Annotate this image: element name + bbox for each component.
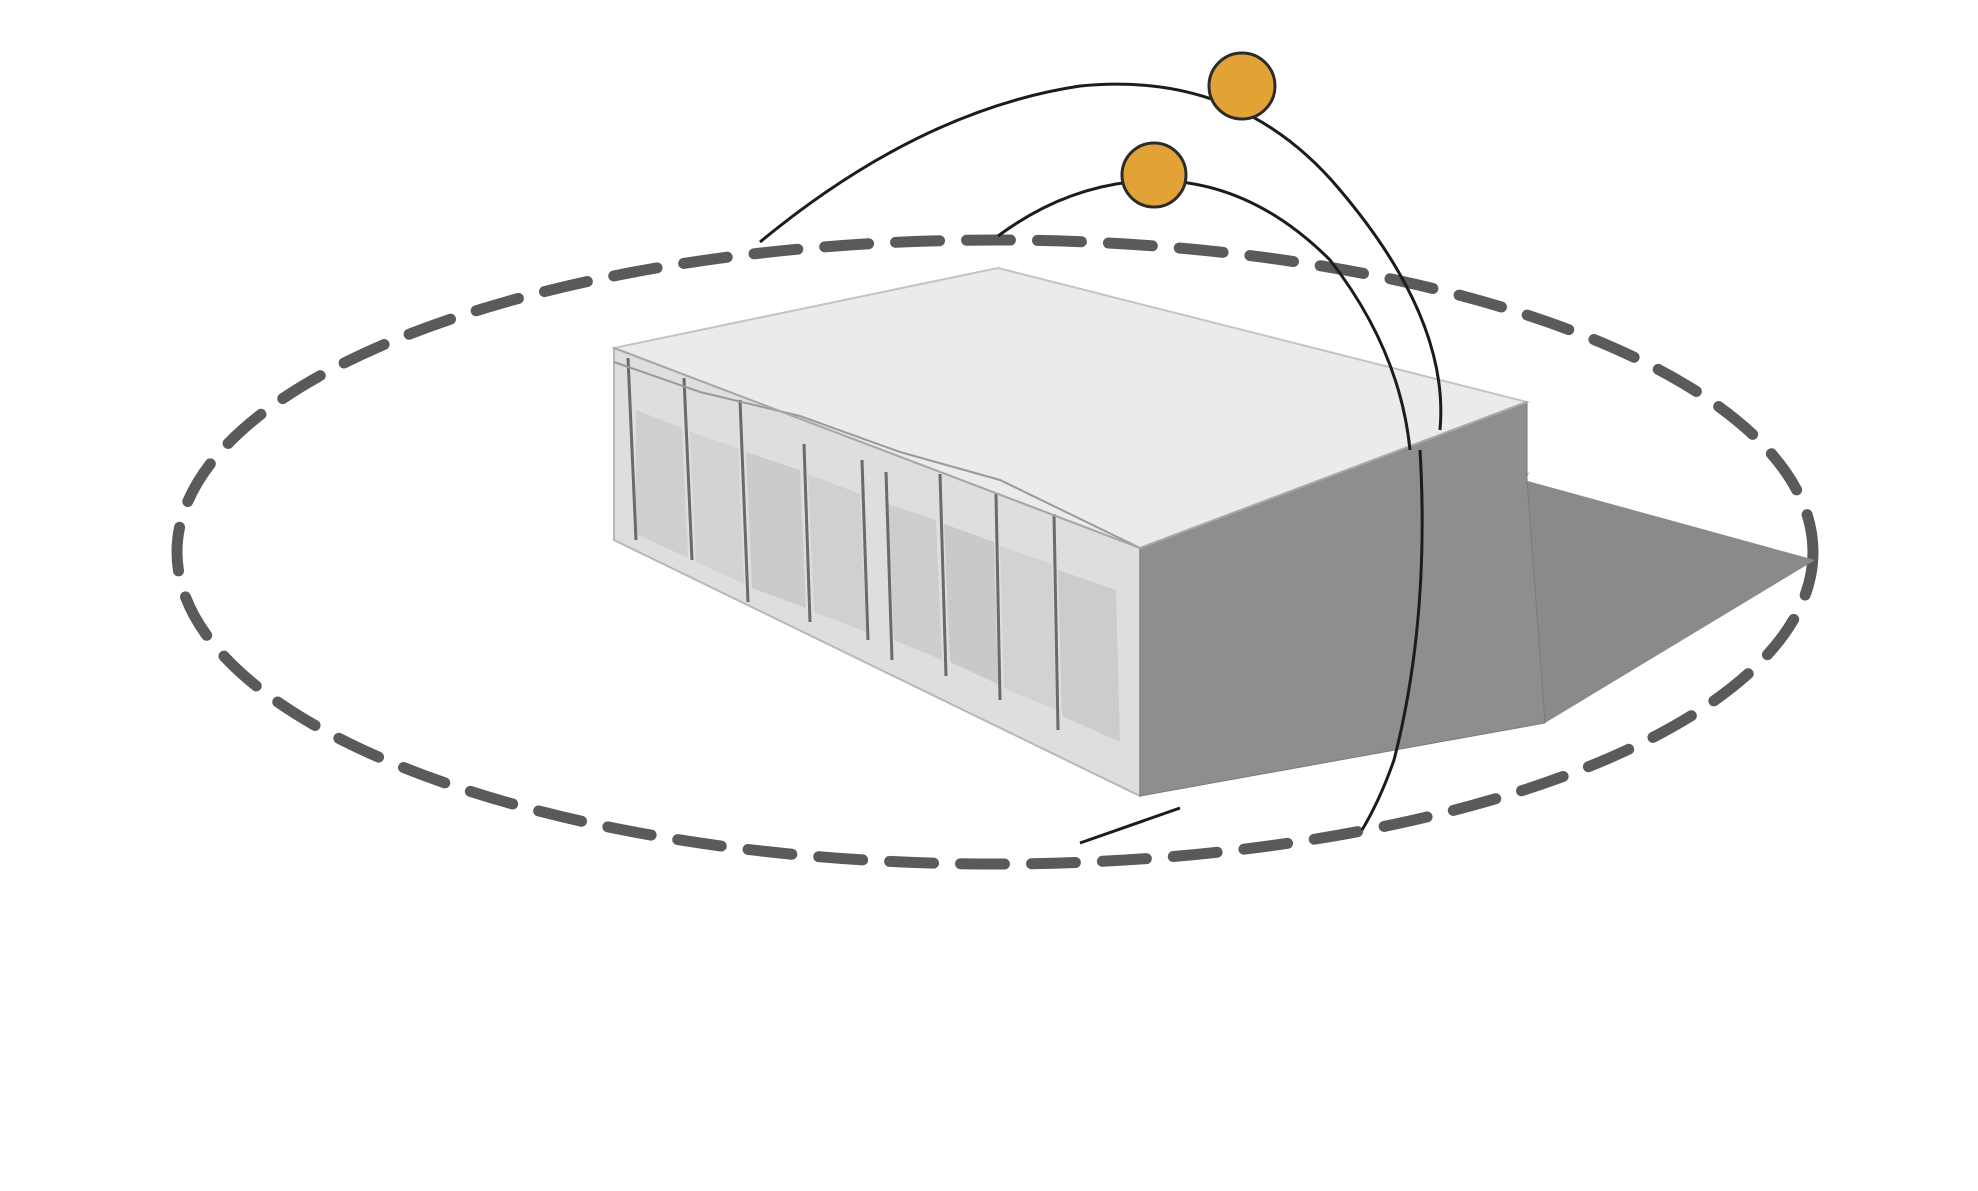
orbit-dashed-ellipse	[171, 234, 1819, 870]
mullion	[738, 399, 750, 603]
facade-glass-panes	[636, 410, 1120, 742]
glass-pane	[1058, 570, 1120, 742]
mullion	[1052, 513, 1060, 731]
glass-pane	[690, 432, 744, 584]
glass-pane	[944, 524, 998, 684]
facade-mullions	[626, 357, 1060, 731]
roof-edge	[613, 347, 1528, 550]
mullion	[860, 459, 870, 641]
sun-high-icon	[1207, 51, 1277, 121]
mullion	[884, 471, 894, 661]
mullion	[938, 473, 948, 677]
facade-transom	[613, 361, 1141, 549]
sun-path-high-arc	[759, 82, 1443, 431]
sun-path-low-arc	[997, 179, 1412, 451]
glass-pane	[808, 474, 866, 632]
glass-pane	[746, 452, 806, 608]
sun-path-low-continuation	[1360, 449, 1424, 831]
glass-pane	[888, 504, 942, 660]
sun-path-tick-left	[1079, 806, 1181, 845]
mullion	[682, 377, 694, 561]
mullion	[994, 493, 1002, 701]
mullion	[802, 443, 812, 623]
glass-pane	[1000, 546, 1056, 710]
glass-pane	[636, 410, 688, 558]
mullion	[626, 357, 638, 541]
sun-low-icon	[1120, 141, 1188, 209]
